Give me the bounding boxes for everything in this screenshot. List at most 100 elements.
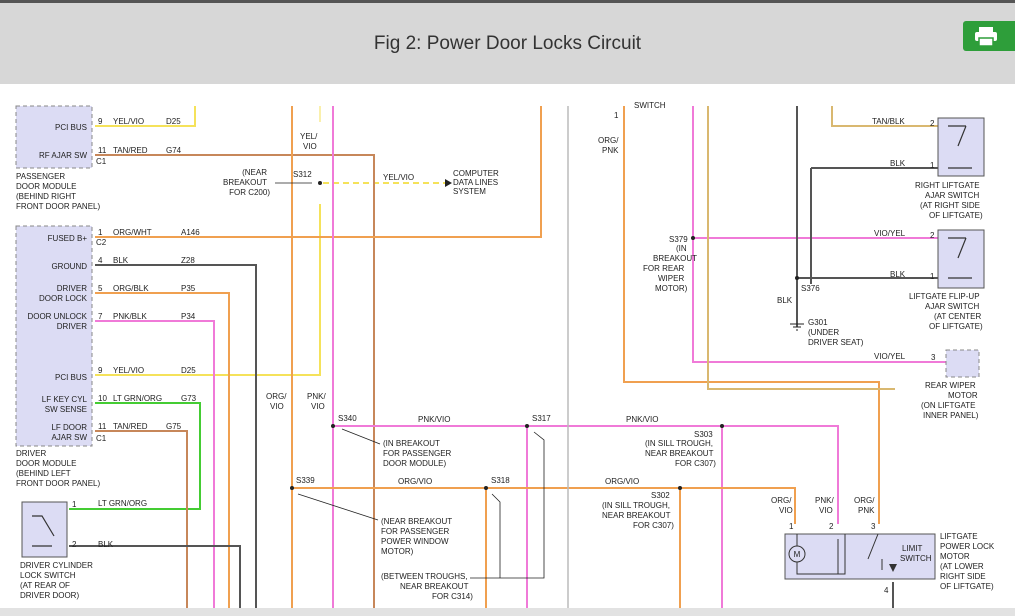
- svg-text:LIMIT: LIMIT: [902, 544, 923, 553]
- svg-text:(UNDER: (UNDER: [808, 328, 839, 337]
- svg-text:2: 2: [72, 540, 77, 549]
- svg-text:ORG/: ORG/: [771, 496, 792, 505]
- svg-text:(BEHIND LEFT: (BEHIND LEFT: [16, 469, 71, 478]
- svg-text:MOTOR: MOTOR: [948, 391, 978, 400]
- arrow-icon: [445, 179, 452, 187]
- svg-text:1: 1: [789, 522, 794, 531]
- svg-text:BLK: BLK: [113, 256, 129, 265]
- svg-text:PNK/BLK: PNK/BLK: [113, 312, 147, 321]
- svg-text:4: 4: [98, 256, 103, 265]
- svg-text:VIO: VIO: [819, 506, 833, 515]
- wiring-diagram: PCI BUS RF AJAR SW 9 11 YEL/VIO TAN/RED …: [15, 101, 995, 608]
- pdm-desc: (BEHIND RIGHT: [16, 192, 76, 201]
- svg-text:DRIVER CYLINDER: DRIVER CYLINDER: [20, 561, 93, 570]
- svg-text:FRONT DOOR PANEL): FRONT DOOR PANEL): [16, 479, 100, 488]
- svg-text:AJAR SWITCH: AJAR SWITCH: [925, 302, 979, 311]
- svg-text:ORG/BLK: ORG/BLK: [113, 284, 149, 293]
- svg-text:(AT LOWER: (AT LOWER: [940, 562, 984, 571]
- svg-text:S339: S339: [296, 476, 315, 485]
- svg-text:S340: S340: [338, 414, 357, 423]
- pin-num: 11: [98, 146, 107, 155]
- svg-text:DATA LINES: DATA LINES: [453, 178, 498, 187]
- svg-text:BLK: BLK: [777, 296, 793, 305]
- svg-text:SWITCH: SWITCH: [900, 554, 932, 563]
- svg-text:S302: S302: [651, 491, 670, 500]
- svg-text:(NEAR: (NEAR: [242, 168, 267, 177]
- svg-text:POWER LOCK: POWER LOCK: [940, 542, 995, 551]
- svg-text:P34: P34: [181, 312, 196, 321]
- svg-text:FUSED B+: FUSED B+: [48, 234, 88, 243]
- svg-text:P35: P35: [181, 284, 196, 293]
- svg-text:NEAR BREAKOUT: NEAR BREAKOUT: [645, 449, 714, 458]
- connector-label: C1: [96, 157, 107, 166]
- svg-text:LT GRN/ORG: LT GRN/ORG: [98, 499, 147, 508]
- svg-text:PNK/: PNK/: [307, 392, 326, 401]
- svg-text:VIO/YEL: VIO/YEL: [874, 352, 906, 361]
- svg-text:9: 9: [98, 366, 103, 375]
- svg-text:VIO: VIO: [303, 142, 317, 151]
- ground-icon: [790, 323, 804, 331]
- svg-text:DOOR UNLOCK: DOOR UNLOCK: [27, 312, 87, 321]
- svg-text:A146: A146: [181, 228, 200, 237]
- svg-text:3: 3: [931, 353, 936, 362]
- svg-text:4: 4: [884, 586, 889, 595]
- svg-text:POWER WINDOW: POWER WINDOW: [381, 537, 449, 546]
- svg-text:ORG/WHT: ORG/WHT: [113, 228, 152, 237]
- svg-text:(IN SILL TROUGH,: (IN SILL TROUGH,: [645, 439, 713, 448]
- svg-text:PNK: PNK: [602, 146, 619, 155]
- svg-text:PNK: PNK: [858, 506, 875, 515]
- svg-text:(AT REAR OF: (AT REAR OF: [20, 581, 70, 590]
- svg-text:ORG/VIO: ORG/VIO: [605, 477, 639, 486]
- svg-text:BLK: BLK: [98, 540, 114, 549]
- horizontal-scrollbar[interactable]: [0, 608, 1015, 616]
- svg-text:MOTOR): MOTOR): [381, 547, 414, 556]
- svg-text:FOR C314): FOR C314): [432, 592, 473, 601]
- svg-text:G75: G75: [166, 422, 182, 431]
- svg-text:5: 5: [98, 284, 103, 293]
- svg-text:LIFTGATE FLIP-UP: LIFTGATE FLIP-UP: [909, 292, 980, 301]
- svg-text:GROUND: GROUND: [51, 262, 87, 271]
- svg-text:DOOR MODULE): DOOR MODULE): [383, 459, 446, 468]
- page-title: Fig 2: Power Door Locks Circuit: [373, 33, 642, 54]
- svg-text:(IN BREAKOUT: (IN BREAKOUT: [383, 439, 440, 448]
- svg-text:S317: S317: [532, 414, 551, 423]
- connector-label: C1: [96, 434, 107, 443]
- svg-text:AJAR SW: AJAR SW: [51, 433, 87, 442]
- svg-text:FOR PASSENGER: FOR PASSENGER: [381, 527, 450, 536]
- svg-text:FOR C200): FOR C200): [229, 188, 270, 197]
- svg-text:INNER PANEL): INNER PANEL): [923, 411, 979, 420]
- svg-text:MOTOR): MOTOR): [655, 284, 688, 293]
- svg-text:7: 7: [98, 312, 103, 321]
- wire-label: YEL/VIO: [113, 117, 144, 126]
- svg-text:LF KEY CYL: LF KEY CYL: [42, 395, 88, 404]
- printer-icon: [975, 27, 997, 47]
- pdm-desc: DOOR MODULE: [16, 182, 76, 191]
- svg-text:SWITCH: SWITCH: [634, 101, 666, 110]
- svg-text:AJAR SWITCH: AJAR SWITCH: [925, 191, 979, 200]
- svg-text:1: 1: [98, 228, 103, 237]
- svg-text:YEL/VIO: YEL/VIO: [383, 173, 414, 182]
- circuit-label: D25: [166, 117, 181, 126]
- svg-text:DOOR MODULE: DOOR MODULE: [16, 459, 76, 468]
- pdm-pin-label: RF AJAR SW: [39, 151, 87, 160]
- svg-text:S312: S312: [293, 170, 312, 179]
- svg-text:BREAKOUT: BREAKOUT: [223, 178, 267, 187]
- svg-text:Z28: Z28: [181, 256, 195, 265]
- pdm-desc: FRONT DOOR PANEL): [16, 202, 100, 211]
- svg-text:REAR WIPER: REAR WIPER: [925, 381, 976, 390]
- driver-cylinder-lock-switch: 1 2 LT GRN/ORG BLK DRIVER CYLINDER LOCK …: [20, 499, 147, 600]
- svg-text:YEL/: YEL/: [300, 132, 318, 141]
- svg-text:LF DOOR: LF DOOR: [51, 423, 87, 432]
- svg-text:S303: S303: [694, 430, 713, 439]
- svg-text:RIGHT SIDE: RIGHT SIDE: [940, 572, 986, 581]
- svg-text:ORG/: ORG/: [266, 392, 287, 401]
- svg-text:1: 1: [930, 161, 935, 170]
- svg-text:(NEAR BREAKOUT: (NEAR BREAKOUT: [381, 517, 452, 526]
- svg-text:SW SENSE: SW SENSE: [45, 405, 87, 414]
- print-button[interactable]: [963, 21, 1015, 51]
- svg-text:YEL/VIO: YEL/VIO: [113, 366, 144, 375]
- svg-text:VIO: VIO: [311, 402, 325, 411]
- passenger-door-module: PCI BUS RF AJAR SW 9 11 YEL/VIO TAN/RED …: [15, 105, 182, 211]
- svg-text:(AT RIGHT SIDE: (AT RIGHT SIDE: [920, 201, 980, 210]
- svg-text:NEAR BREAKOUT: NEAR BREAKOUT: [400, 582, 469, 591]
